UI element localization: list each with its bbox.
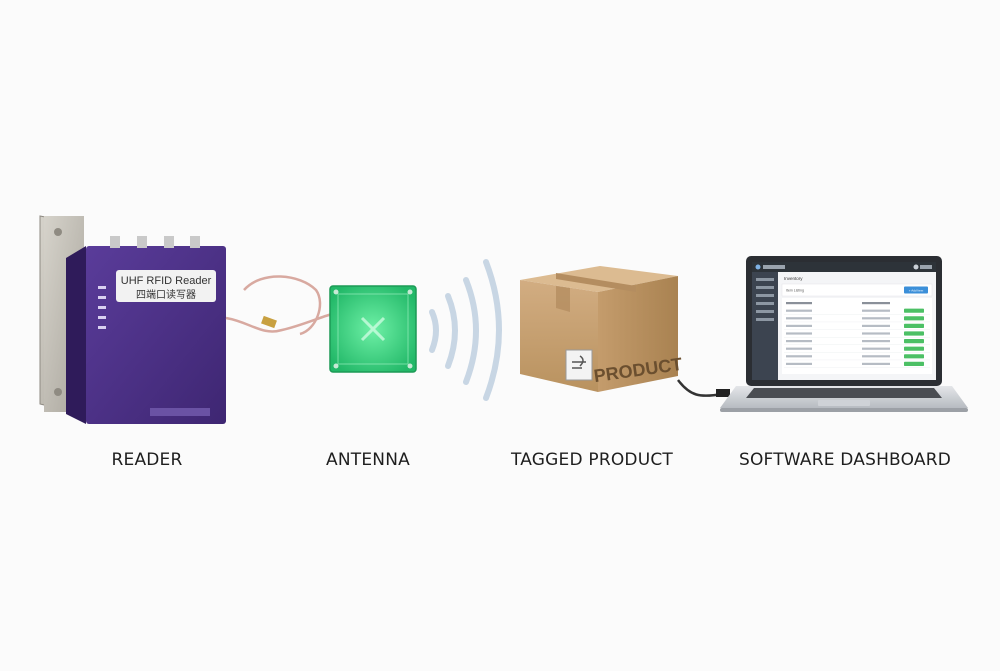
cable-connector: [261, 316, 277, 328]
table-cell: [862, 348, 890, 350]
table-cell: [786, 317, 812, 319]
user-avatar: [914, 265, 919, 270]
caption-software-dashboard: SOFTWARE DASHBOARD: [739, 450, 951, 470]
table-cell: [786, 302, 812, 304]
caption-reader: READER: [111, 450, 182, 470]
table-cell: [862, 325, 890, 327]
table-cell: [786, 348, 812, 350]
usb-plug: [716, 389, 730, 397]
status-badge: [904, 324, 924, 328]
dashboard-section-label: Item Listing: [786, 289, 804, 293]
table-cell: [862, 355, 890, 357]
table-cell: [786, 340, 812, 342]
status-badge: [904, 316, 924, 320]
status-badge: [904, 354, 924, 358]
usb-cable: [678, 380, 722, 396]
status-badge: [904, 362, 924, 366]
table-cell: [862, 310, 890, 312]
bottom-ports: [150, 408, 210, 416]
reader-body-side: [66, 246, 86, 424]
status-badge: [904, 309, 924, 313]
laptop-keyboard: [746, 388, 942, 398]
laptop-trackpad: [818, 400, 870, 406]
table-cell: [786, 310, 812, 312]
reader-label-line2: 四端口读写器: [136, 288, 196, 301]
rfid-reader-device: UHF RFID Reader 四端口读写器: [40, 216, 226, 424]
mounting-hole: [54, 388, 62, 396]
status-badge: [904, 331, 924, 335]
table-cell: [786, 325, 812, 327]
table-cell: [786, 332, 812, 334]
caption-antenna: ANTENNA: [326, 450, 410, 470]
table-cell: [862, 340, 890, 342]
table-cell: [862, 363, 890, 365]
table-cell: [862, 317, 890, 319]
table-cell: [786, 363, 812, 365]
table-cell: [786, 355, 812, 357]
laptop: Inventory Item Listing + Add Item: [720, 256, 968, 412]
dashboard-app-title: Inventory: [784, 276, 803, 281]
add-item-button-label: + Add Item: [909, 288, 924, 292]
table-cell: [862, 302, 890, 304]
rfid-tag: [566, 350, 592, 380]
dashboard-screen: Inventory Item Listing + Add Item: [752, 262, 936, 380]
tagged-product-box: PRODUCT: [520, 266, 683, 392]
radio-waves-icon: [432, 262, 499, 398]
reader-label-line1: UHF RFID Reader: [121, 275, 212, 287]
rfid-antenna: [330, 286, 416, 372]
status-badge: [904, 339, 924, 343]
mounting-hole: [54, 228, 62, 236]
status-badge: [904, 347, 924, 351]
coax-cable-loop: [244, 276, 320, 334]
table-cell: [862, 332, 890, 334]
caption-tagged-product: TAGGED PRODUCT: [511, 450, 673, 470]
